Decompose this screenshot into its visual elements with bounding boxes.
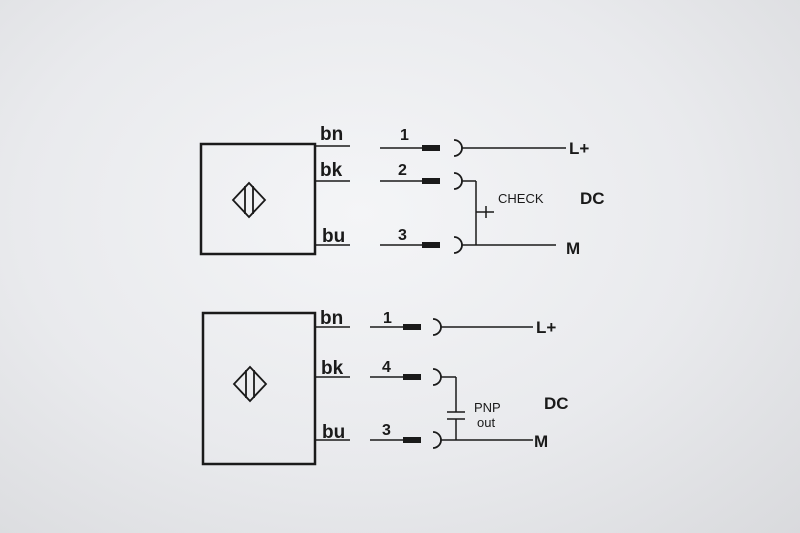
top-wiring-diagram bbox=[199, 139, 566, 256]
top-wire-label-bu: bu bbox=[322, 226, 345, 247]
top-socket-2 bbox=[453, 172, 463, 190]
out-label: out bbox=[477, 415, 495, 430]
bottom-dc-label: DC bbox=[544, 394, 569, 413]
bottom-terminal-l-plus: L+ bbox=[536, 318, 556, 337]
top-pin-3-contact bbox=[422, 242, 440, 248]
top-pin-number-2: 2 bbox=[398, 162, 407, 179]
top-socket-3 bbox=[453, 236, 463, 254]
bottom-sensor-body bbox=[201, 311, 317, 466]
bottom-wire-label-bu: bu bbox=[322, 422, 345, 443]
bottom-socket-4 bbox=[432, 368, 442, 386]
top-wire-label-bn: bn bbox=[320, 124, 343, 145]
bottom-pin-3-contact bbox=[403, 437, 421, 443]
top-terminal-l-plus: L+ bbox=[569, 139, 589, 158]
check-label: CHECK bbox=[498, 191, 544, 206]
bottom-pin-number-1: 1 bbox=[383, 310, 392, 327]
bottom-wire-label-bn: bn bbox=[320, 308, 343, 329]
bottom-socket-1 bbox=[432, 318, 442, 336]
top-socket-1 bbox=[453, 139, 463, 157]
bottom-sensor-symbol-icon bbox=[232, 365, 268, 403]
bottom-pin-4-contact bbox=[403, 374, 421, 380]
pnp-output-icon bbox=[447, 411, 465, 422]
top-terminal-m: M bbox=[566, 239, 580, 258]
bottom-pin-1-contact bbox=[403, 324, 421, 330]
bottom-wiring-diagram bbox=[201, 311, 533, 466]
bottom-pin-number-3: 3 bbox=[382, 422, 391, 439]
top-pin-number-1: 1 bbox=[400, 127, 409, 144]
top-sensor-body bbox=[199, 142, 317, 256]
top-pin-number-3: 3 bbox=[398, 227, 407, 244]
top-pin-1-contact bbox=[422, 145, 440, 151]
top-dc-label: DC bbox=[580, 189, 605, 208]
top-wire-label-bk: bk bbox=[320, 160, 343, 181]
pnp-label: PNP bbox=[474, 400, 501, 415]
bottom-terminal-m: M bbox=[534, 432, 548, 451]
bottom-socket-3 bbox=[432, 431, 442, 449]
bottom-wire-label-bk: bk bbox=[321, 358, 344, 379]
bottom-pin-number-4: 4 bbox=[382, 359, 391, 376]
check-pushbutton-icon bbox=[475, 203, 494, 221]
top-sensor-symbol-icon bbox=[231, 181, 267, 219]
top-pin-2-contact bbox=[422, 178, 440, 184]
